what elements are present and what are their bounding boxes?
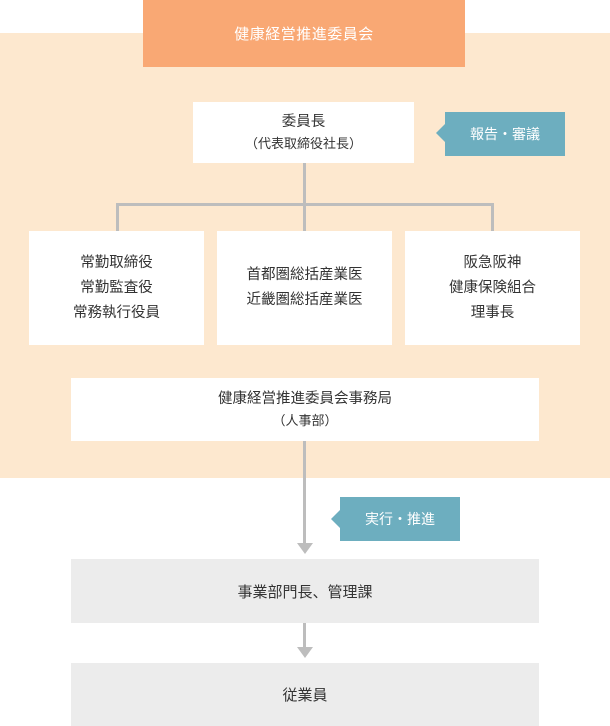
chair-box: 委員長 （代表取締役社長） xyxy=(193,102,414,163)
employees-box: 従業員 xyxy=(71,663,539,726)
member-box-health-insurance: 阪急阪神 健康保険組合 理事長 xyxy=(405,231,580,345)
arrow-down-icon xyxy=(297,647,313,658)
report-tag: 報告・審議 xyxy=(445,112,565,156)
connector-middle-drop xyxy=(303,203,306,231)
managers-box: 事業部門長、管理課 xyxy=(71,559,539,623)
connector-chair-down xyxy=(303,163,306,206)
execute-tag: 実行・推進 xyxy=(340,497,460,541)
secretariat-title: 健康経営推進委員会事務局 xyxy=(218,391,392,407)
member-box-physicians: 首都圏総括産業医 近畿圏総括産業医 xyxy=(217,231,392,345)
member-box-executives: 常勤取締役 常勤監査役 常務執行役員 xyxy=(29,231,204,345)
chair-title: 委員長 xyxy=(281,114,326,130)
connector-managers-down xyxy=(303,623,306,647)
member-line: 首都圏総括産業医 xyxy=(246,267,363,283)
execute-tag-text: 実行・推進 xyxy=(365,512,435,528)
managers-text: 事業部門長、管理課 xyxy=(237,582,373,601)
committee-title-text: 健康経営推進委員会 xyxy=(234,25,374,43)
member-line: 常務執行役員 xyxy=(73,304,160,321)
connector-left-drop xyxy=(116,203,119,231)
committee-title: 健康経営推進委員会 xyxy=(143,0,465,67)
secretariat-subtitle: （人事部） xyxy=(272,414,338,429)
employees-text: 従業員 xyxy=(282,686,328,704)
connector-secretariat-down xyxy=(303,441,306,543)
execute-tag-pointer xyxy=(331,510,340,528)
connector-right-drop xyxy=(491,203,494,231)
member-line: 阪急阪神 xyxy=(463,254,522,271)
report-tag-pointer xyxy=(436,124,445,142)
arrow-down-icon xyxy=(297,543,313,554)
report-tag-text: 報告・審議 xyxy=(470,127,540,143)
member-line: 常勤取締役 xyxy=(80,254,153,271)
member-line: 常勤監査役 xyxy=(80,279,153,296)
member-line: 理事長 xyxy=(470,304,515,321)
member-line: 健康保険組合 xyxy=(449,279,536,296)
secretariat-box: 健康経営推進委員会事務局 （人事部） xyxy=(71,378,539,441)
chair-subtitle: （代表取締役社長） xyxy=(244,137,362,152)
member-line: 近畿圏総括産業医 xyxy=(246,292,363,308)
